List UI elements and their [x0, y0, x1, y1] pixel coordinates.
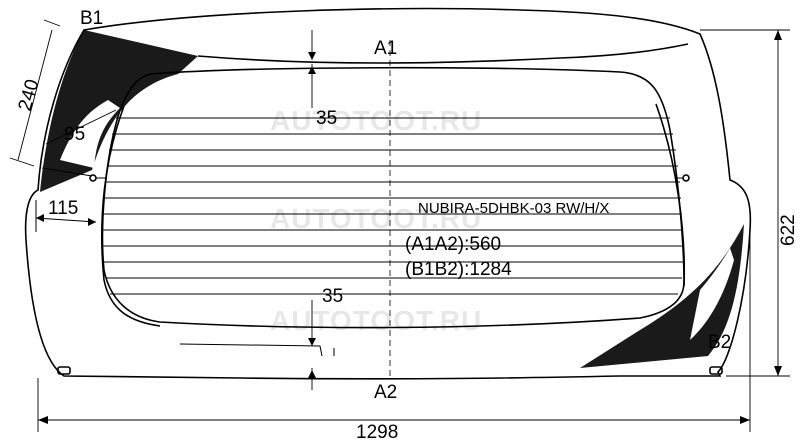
heated-area-frame: [101, 66, 685, 329]
label-bottom-gap: 35: [322, 286, 343, 307]
label-top-gap: 35: [316, 108, 337, 129]
bus-bar-right: [655, 103, 686, 287]
terminal-right: [682, 174, 690, 182]
dim-top-gap: [308, 30, 316, 108]
clip-right: [709, 366, 723, 375]
upper-edge-line: [197, 43, 689, 64]
watermark-bottom: AUTOTOOT.RU: [270, 305, 482, 336]
label-a2: A2: [374, 382, 397, 403]
watermark-top: AUTOTOOT.RU: [270, 105, 482, 136]
print-cutout-right: [690, 248, 734, 340]
watermark-middle: AUTOTOOT.RU: [270, 203, 482, 234]
label-b2: B2: [708, 332, 731, 353]
dim-115: [35, 200, 97, 232]
dim-240: [9, 19, 61, 167]
dim-622: [700, 29, 790, 377]
dim-bottom-gap: [308, 300, 316, 390]
label-240: 240: [15, 77, 44, 113]
label-1298: 1298: [356, 422, 398, 442]
dim-95: [41, 109, 117, 177]
black-print-bottom-right: [580, 224, 744, 368]
label-95: 95: [64, 124, 85, 145]
print-cutout-left: [60, 100, 120, 168]
spec-model: NUBIRA-5DHBK-03 RW/H/X: [418, 200, 609, 217]
bus-bar-left: [101, 105, 161, 327]
clip-left: [57, 366, 71, 375]
spec-a1a2: (A1A2):560: [405, 234, 501, 255]
glass-outline: [24, 7, 752, 380]
label-a1: A1: [374, 38, 397, 59]
label-b1: B1: [80, 8, 103, 29]
label-115: 115: [48, 198, 78, 219]
label-622: 622: [778, 214, 799, 246]
bottom-bracket: [179, 343, 335, 357]
dim-1298: [37, 234, 751, 432]
spec-b1b2: (B1B2):1284: [405, 259, 512, 280]
heater-lines: [103, 117, 683, 295]
